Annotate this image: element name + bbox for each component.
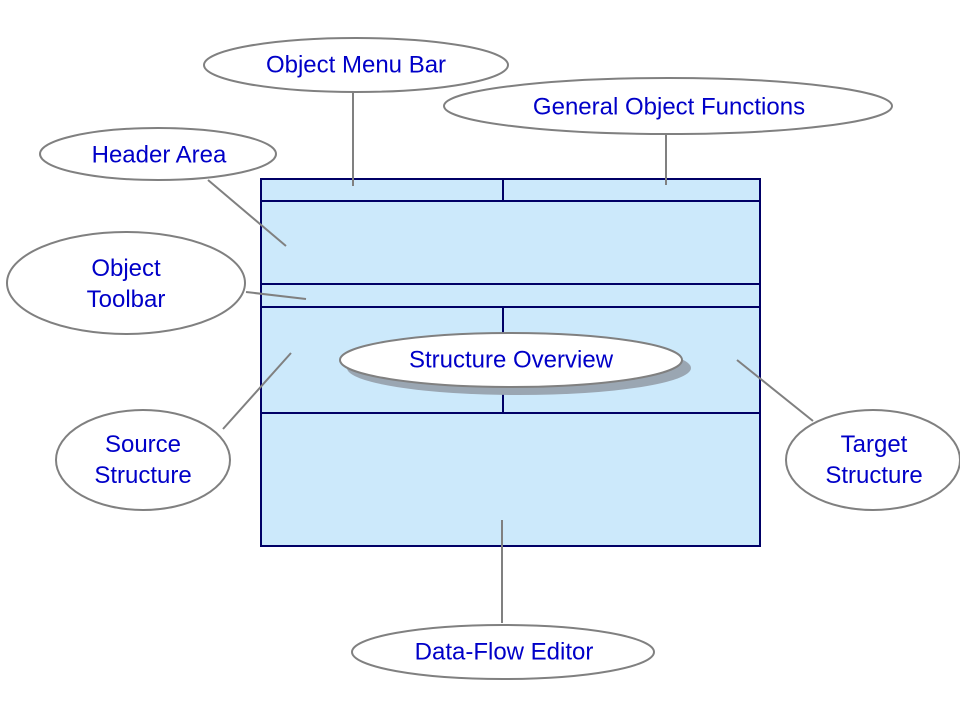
label-data-flow-editor: Data-Flow Editor [415,637,594,668]
callout-source-structure [55,409,231,511]
callout-general-object-functions [443,77,893,135]
label-header-area-text: Header Area [91,141,227,169]
label-structure-overview: Structure Overview [409,345,613,376]
label-general-object-functions: General Object Functions [533,92,805,123]
label-target-structure-line1: Target [840,431,908,458]
header-area-region [260,200,761,285]
callout-object-toolbar [6,231,246,335]
label-source-structure-line1: Source [104,431,182,458]
connector-object-toolbar [245,291,307,300]
label-data-flow-editor-text: Data-Flow Editor [414,638,594,666]
object-toolbar-region [260,283,761,308]
menu-bar-region [260,178,761,202]
connector-header-area [207,179,287,247]
label-header-area: Header Area [92,140,227,171]
callout-data-flow-editor [351,624,655,680]
label-object-toolbar-line2: Toolbar [86,286,166,313]
label-general-object-functions-text: General Object Functions [532,93,806,121]
label-target-structure-line2: Structure [825,462,923,489]
callout-structure-overview [339,332,683,388]
label-target-structure: Target Structure [825,429,922,491]
data-flow-editor-region [260,412,761,547]
connector-target-structure [736,359,814,422]
callout-target-structure [785,409,960,511]
label-source-structure: Source Structure [94,429,191,491]
label-structure-overview-text: Structure Overview [408,346,614,374]
label-source-structure-line2: Structure [94,462,192,489]
callout-object-menu-bar [203,37,509,93]
callout-header-area [39,127,277,181]
label-object-menu-bar: Object Menu Bar [266,50,446,81]
label-object-menu-bar-text: Object Menu Bar [265,51,447,79]
label-object-toolbar: Object Toolbar [87,253,166,315]
label-object-toolbar-line1: Object [91,255,161,282]
connector-source-structure [222,352,292,430]
